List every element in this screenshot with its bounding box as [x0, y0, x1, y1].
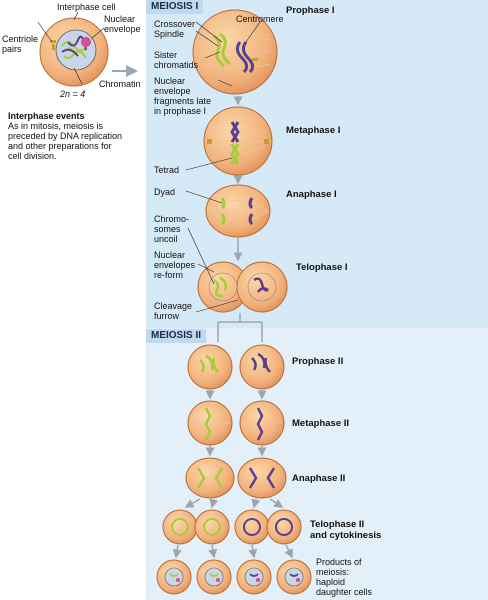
dyad-label: Dyad	[154, 187, 176, 197]
cleavage-furrow-label: Cleavage furrow	[154, 301, 193, 321]
tetrad-label: Tetrad	[154, 165, 180, 175]
centromere-label: Centromere	[236, 14, 284, 24]
interphase-events-text: As in mitosis, meiosis is preceded by DN…	[8, 121, 123, 161]
crossover-label: Crossover	[154, 19, 196, 29]
stage-anaphase-i: Anaphase I	[286, 189, 337, 200]
centriole-pairs-label: Centriole pairs	[2, 34, 39, 54]
sister-chromatids-label: Sister chromatids	[154, 50, 199, 70]
meiosis-ii-heading: MEIOSIS II	[146, 329, 207, 343]
nuclear-envelopes-reform-label: Nuclear envelopes re-form	[154, 250, 196, 280]
spindle-label: Spindle	[154, 29, 185, 39]
nuclear-envelope-fragments-label: Nuclear envelope fragments late in proph…	[154, 76, 212, 116]
interphase-events-title: Interphase events	[8, 111, 85, 121]
daughter-cells	[156, 559, 312, 595]
products-label: Products of meiosis: haploid daughter ce…	[316, 557, 373, 597]
chromosomes-uncoil-label: Chromo- somes uncoil	[154, 214, 190, 244]
metaphase-ii-cells	[187, 400, 285, 446]
stage-metaphase-i: Metaphase I	[286, 125, 341, 136]
metaphase-i-cell	[203, 106, 273, 176]
chromatin-label: Chromatin	[99, 79, 141, 89]
prophase-i-cell	[192, 9, 278, 95]
telophase-ii-cells	[162, 509, 302, 545]
stage-prophase-ii: Prophase II	[292, 356, 344, 367]
nuclear-envelope-label: Nuclear envelope	[104, 14, 141, 34]
anaphase-i-cell	[205, 184, 271, 238]
ploidy-label: 2n = 4	[60, 89, 86, 99]
stage-prophase-i: Prophase I	[286, 5, 335, 16]
telophase-i-cells	[197, 261, 288, 313]
prophase-ii-cells	[187, 344, 285, 390]
stage-anaphase-ii: Anaphase II	[292, 473, 346, 484]
meiosis-i-heading: MEIOSIS I	[146, 0, 204, 14]
leader-lines	[37, 11, 261, 313]
stage-metaphase-ii: Metaphase II	[292, 418, 350, 429]
stage-telophase-i: Telophase I	[296, 262, 348, 273]
interphase-cell-label: Interphase cell	[57, 2, 116, 12]
stage-telophase-ii: Telophase II and cytokinesis	[310, 519, 382, 541]
anaphase-ii-cells	[185, 457, 287, 499]
interphase-cell	[39, 17, 109, 87]
